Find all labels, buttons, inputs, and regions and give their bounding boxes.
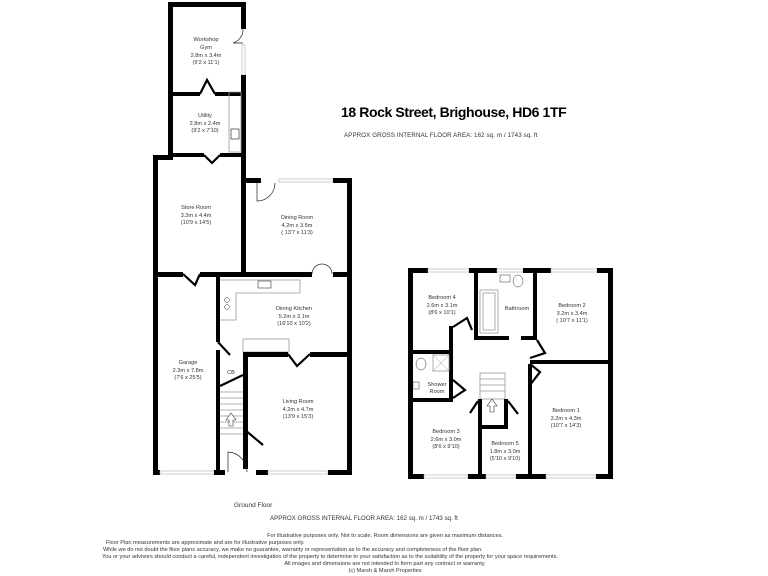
svg-text:5.2m x 3.1m: 5.2m x 3.1m <box>279 314 310 320</box>
svg-text:(9'2 x 7'10): (9'2 x 7'10) <box>191 128 218 134</box>
svg-text:Shower: Shower <box>428 382 447 388</box>
ground-floor-label: Ground Floor <box>234 502 273 509</box>
svg-text:3.2m x 4.3m: 3.2m x 4.3m <box>551 416 582 422</box>
svg-text:Utility: Utility <box>198 113 212 119</box>
disclaimer-line: You or your advisors should conduct a ca… <box>102 554 558 560</box>
svg-text:Dining Room: Dining Room <box>281 215 314 221</box>
svg-text:(8'6 x 10'1): (8'6 x 10'1) <box>428 310 455 316</box>
svg-text:Living Room: Living Room <box>282 399 313 405</box>
gross-floor-area-summary: APPROX GROSS INTERNAL FLOOR AREA: 162 sq… <box>344 132 538 139</box>
ground-floor-plan: Workshop Gym 2.8m x 3.4m (9'2 x 11'1) Ut… <box>153 2 352 475</box>
svg-text:Bedroom 5: Bedroom 5 <box>491 441 518 447</box>
svg-text:4.2m x 4.7m: 4.2m x 4.7m <box>283 407 314 413</box>
svg-text:(13'9 x 15'3): (13'9 x 15'3) <box>283 414 314 420</box>
svg-text:Bathroom: Bathroom <box>505 306 530 312</box>
svg-text:Gym: Gym <box>200 45 212 51</box>
svg-text:(5'10 x 9'10): (5'10 x 9'10) <box>490 456 521 462</box>
svg-text:( 13'7 x 11'3): ( 13'7 x 11'3) <box>281 230 313 236</box>
svg-text:Workshop: Workshop <box>193 37 218 43</box>
svg-text:2.6m x 3.1m: 2.6m x 3.1m <box>427 303 458 309</box>
svg-text:(7'6 x 25'5): (7'6 x 25'5) <box>174 375 201 381</box>
disclaimer-line: For illustrative purposes only. Not to s… <box>267 533 503 539</box>
svg-text:Bedroom 2: Bedroom 2 <box>558 303 585 309</box>
svg-text:2.8m x 2.4m: 2.8m x 2.4m <box>190 121 221 127</box>
svg-text:(10'9 x 14'5): (10'9 x 14'5) <box>181 220 212 226</box>
disclaimer-block: For illustrative purposes only. Not to s… <box>100 533 670 575</box>
svg-text:2.8m x 3.4m: 2.8m x 3.4m <box>191 53 222 59</box>
property-address-title: 18 Rock Street, Brighouse, HD6 1TF <box>341 104 567 120</box>
svg-text:(10'7 x 14'3): (10'7 x 14'3) <box>551 423 582 429</box>
svg-text:3.3m x 4.4m: 3.3m x 4.4m <box>181 213 212 219</box>
svg-text:2.3m x 7.8m: 2.3m x 7.8m <box>173 368 204 374</box>
first-floor-plan: Bedroom 4 2.6m x 3.1m (8'6 x 10'1) Bathr… <box>408 268 613 479</box>
gross-floor-area-footer: APPROX GROSS INTERNAL FLOOR AREA: 162 sq… <box>270 515 458 522</box>
stairs <box>220 391 243 435</box>
svg-text:Room: Room <box>430 389 445 395</box>
svg-text:Bedroom 4: Bedroom 4 <box>428 295 455 301</box>
svg-text:Store Room: Store Room <box>181 205 211 211</box>
svg-text:(16'10 x 10'2): (16'10 x 10'2) <box>277 321 311 327</box>
copyright-line: (c) Marsh & Marsh Properties <box>348 568 422 574</box>
svg-text:3.2m x 3.4m: 3.2m x 3.4m <box>557 311 588 317</box>
disclaimer-line: While we do not doubt the floor plans ac… <box>103 547 483 553</box>
stairs <box>479 372 506 413</box>
svg-text:4.2m x 3.5m: 4.2m x 3.5m <box>282 223 313 229</box>
svg-text:1.8m x 3.0m: 1.8m x 3.0m <box>490 449 521 455</box>
svg-text:Bedroom 3: Bedroom 3 <box>432 429 459 435</box>
svg-text:(9'2 x 11'1): (9'2 x 11'1) <box>193 60 220 66</box>
svg-text:( 10'7 x 11'1): ( 10'7 x 11'1) <box>556 318 588 324</box>
svg-text:(8'6 x 9'10): (8'6 x 9'10) <box>432 444 459 450</box>
svg-text:Bedroom 1: Bedroom 1 <box>552 408 579 414</box>
svg-text:2.6m x 3.0m: 2.6m x 3.0m <box>431 437 462 443</box>
disclaimer-line: All images and dimensions are not intend… <box>284 561 486 567</box>
disclaimer-line: Floor Plan measurements are approximate … <box>106 540 305 546</box>
svg-text:Garage: Garage <box>179 360 198 366</box>
svg-text:Dining Kitchen: Dining Kitchen <box>276 306 312 312</box>
svg-text:CB: CB <box>227 370 235 376</box>
